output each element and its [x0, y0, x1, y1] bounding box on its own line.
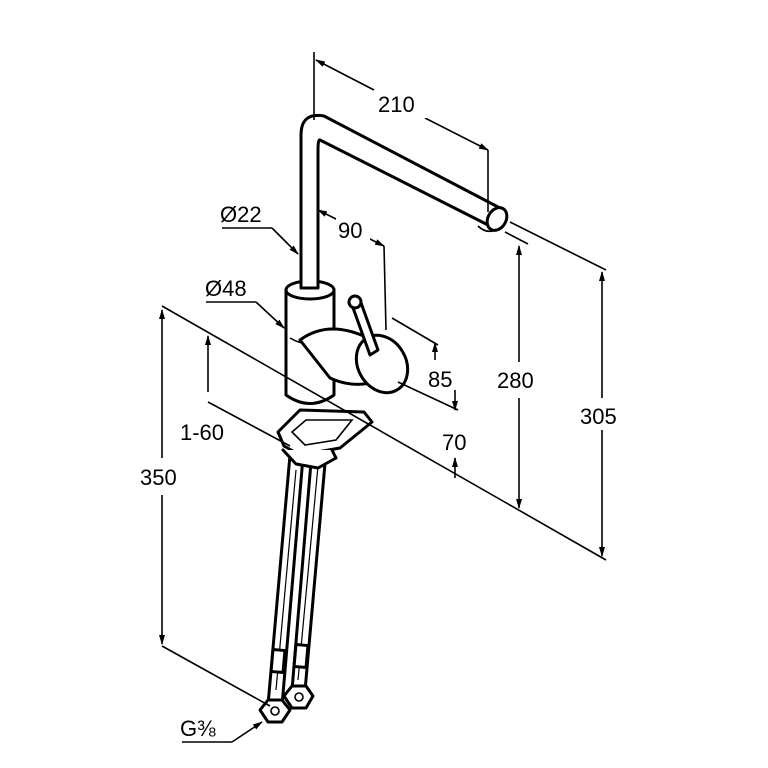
spout — [299, 113, 509, 290]
label-base-height: 70 — [442, 430, 466, 455]
label-total-height: 305 — [580, 404, 617, 429]
label-body-diameter: Ø48 — [205, 276, 247, 301]
label-spout-diameter: Ø22 — [220, 202, 262, 227]
label-spout-reach: 210 — [378, 92, 415, 117]
label-hose-length: 350 — [140, 465, 177, 490]
label-connection-thread: G⅜ — [180, 716, 216, 741]
label-counter-thickness: 1-60 — [180, 420, 224, 445]
dimension-labels: 210 Ø22 90 Ø48 85 280 305 1-60 70 350 G⅜ — [138, 90, 628, 741]
lever-handle — [298, 294, 410, 395]
label-spout-height: 280 — [497, 368, 534, 393]
hex-nut-right — [282, 684, 315, 710]
mounting-plate — [276, 408, 374, 470]
label-lever-angle: 90 — [338, 218, 362, 243]
label-lever-height: 85 — [428, 367, 452, 392]
dimension-lines — [159, 52, 607, 743]
supply-hoses — [258, 448, 328, 724]
